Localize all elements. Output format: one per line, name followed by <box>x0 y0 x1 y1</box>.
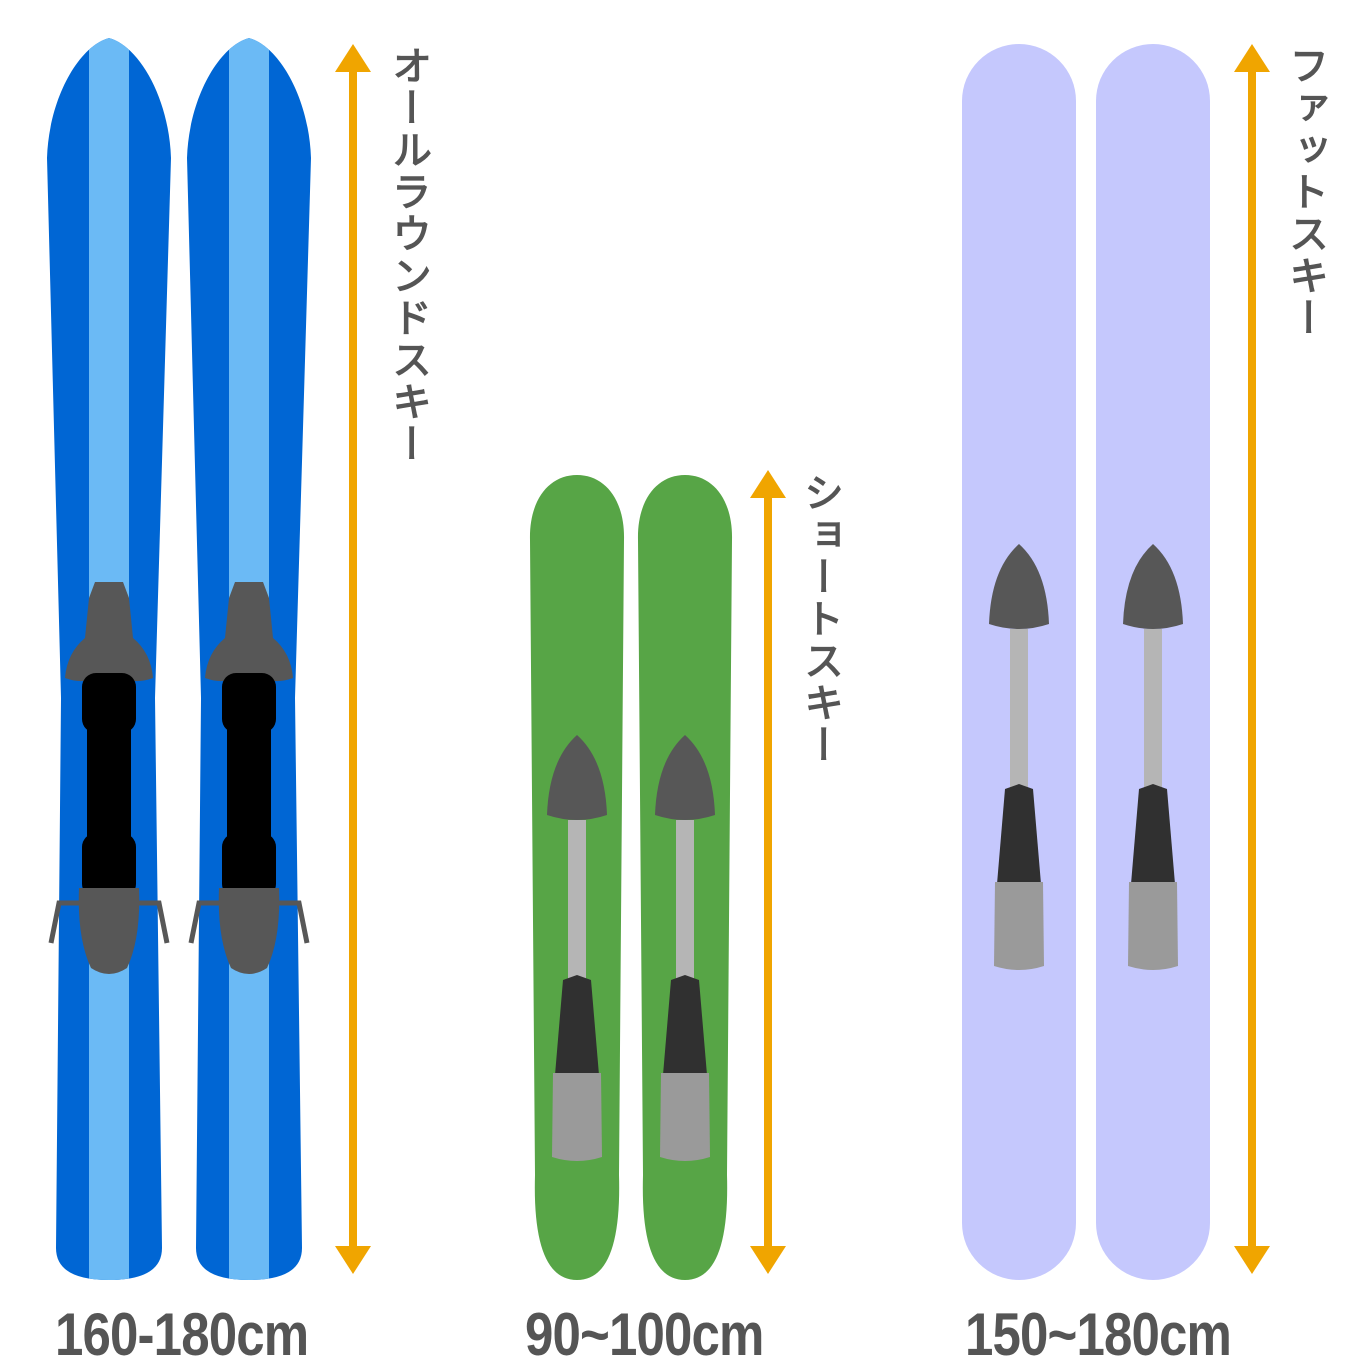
allround-length-arrow <box>335 44 371 1274</box>
allround-ski-left <box>47 38 171 1288</box>
fat-length-label: 150~180cm <box>965 1301 1232 1360</box>
short-ski-label: ショートスキー <box>797 472 843 766</box>
short-length-arrow <box>750 470 786 1274</box>
allround-length-label: 160-180cm <box>55 1301 309 1360</box>
allround-ski-right <box>187 38 311 1288</box>
fat-ski-label: ファットスキー <box>1282 45 1328 339</box>
allround-ski-label: オールラウンドスキー <box>385 45 431 465</box>
short-length-label: 90~100cm <box>525 1301 764 1360</box>
fat-length-arrow <box>1234 44 1270 1274</box>
